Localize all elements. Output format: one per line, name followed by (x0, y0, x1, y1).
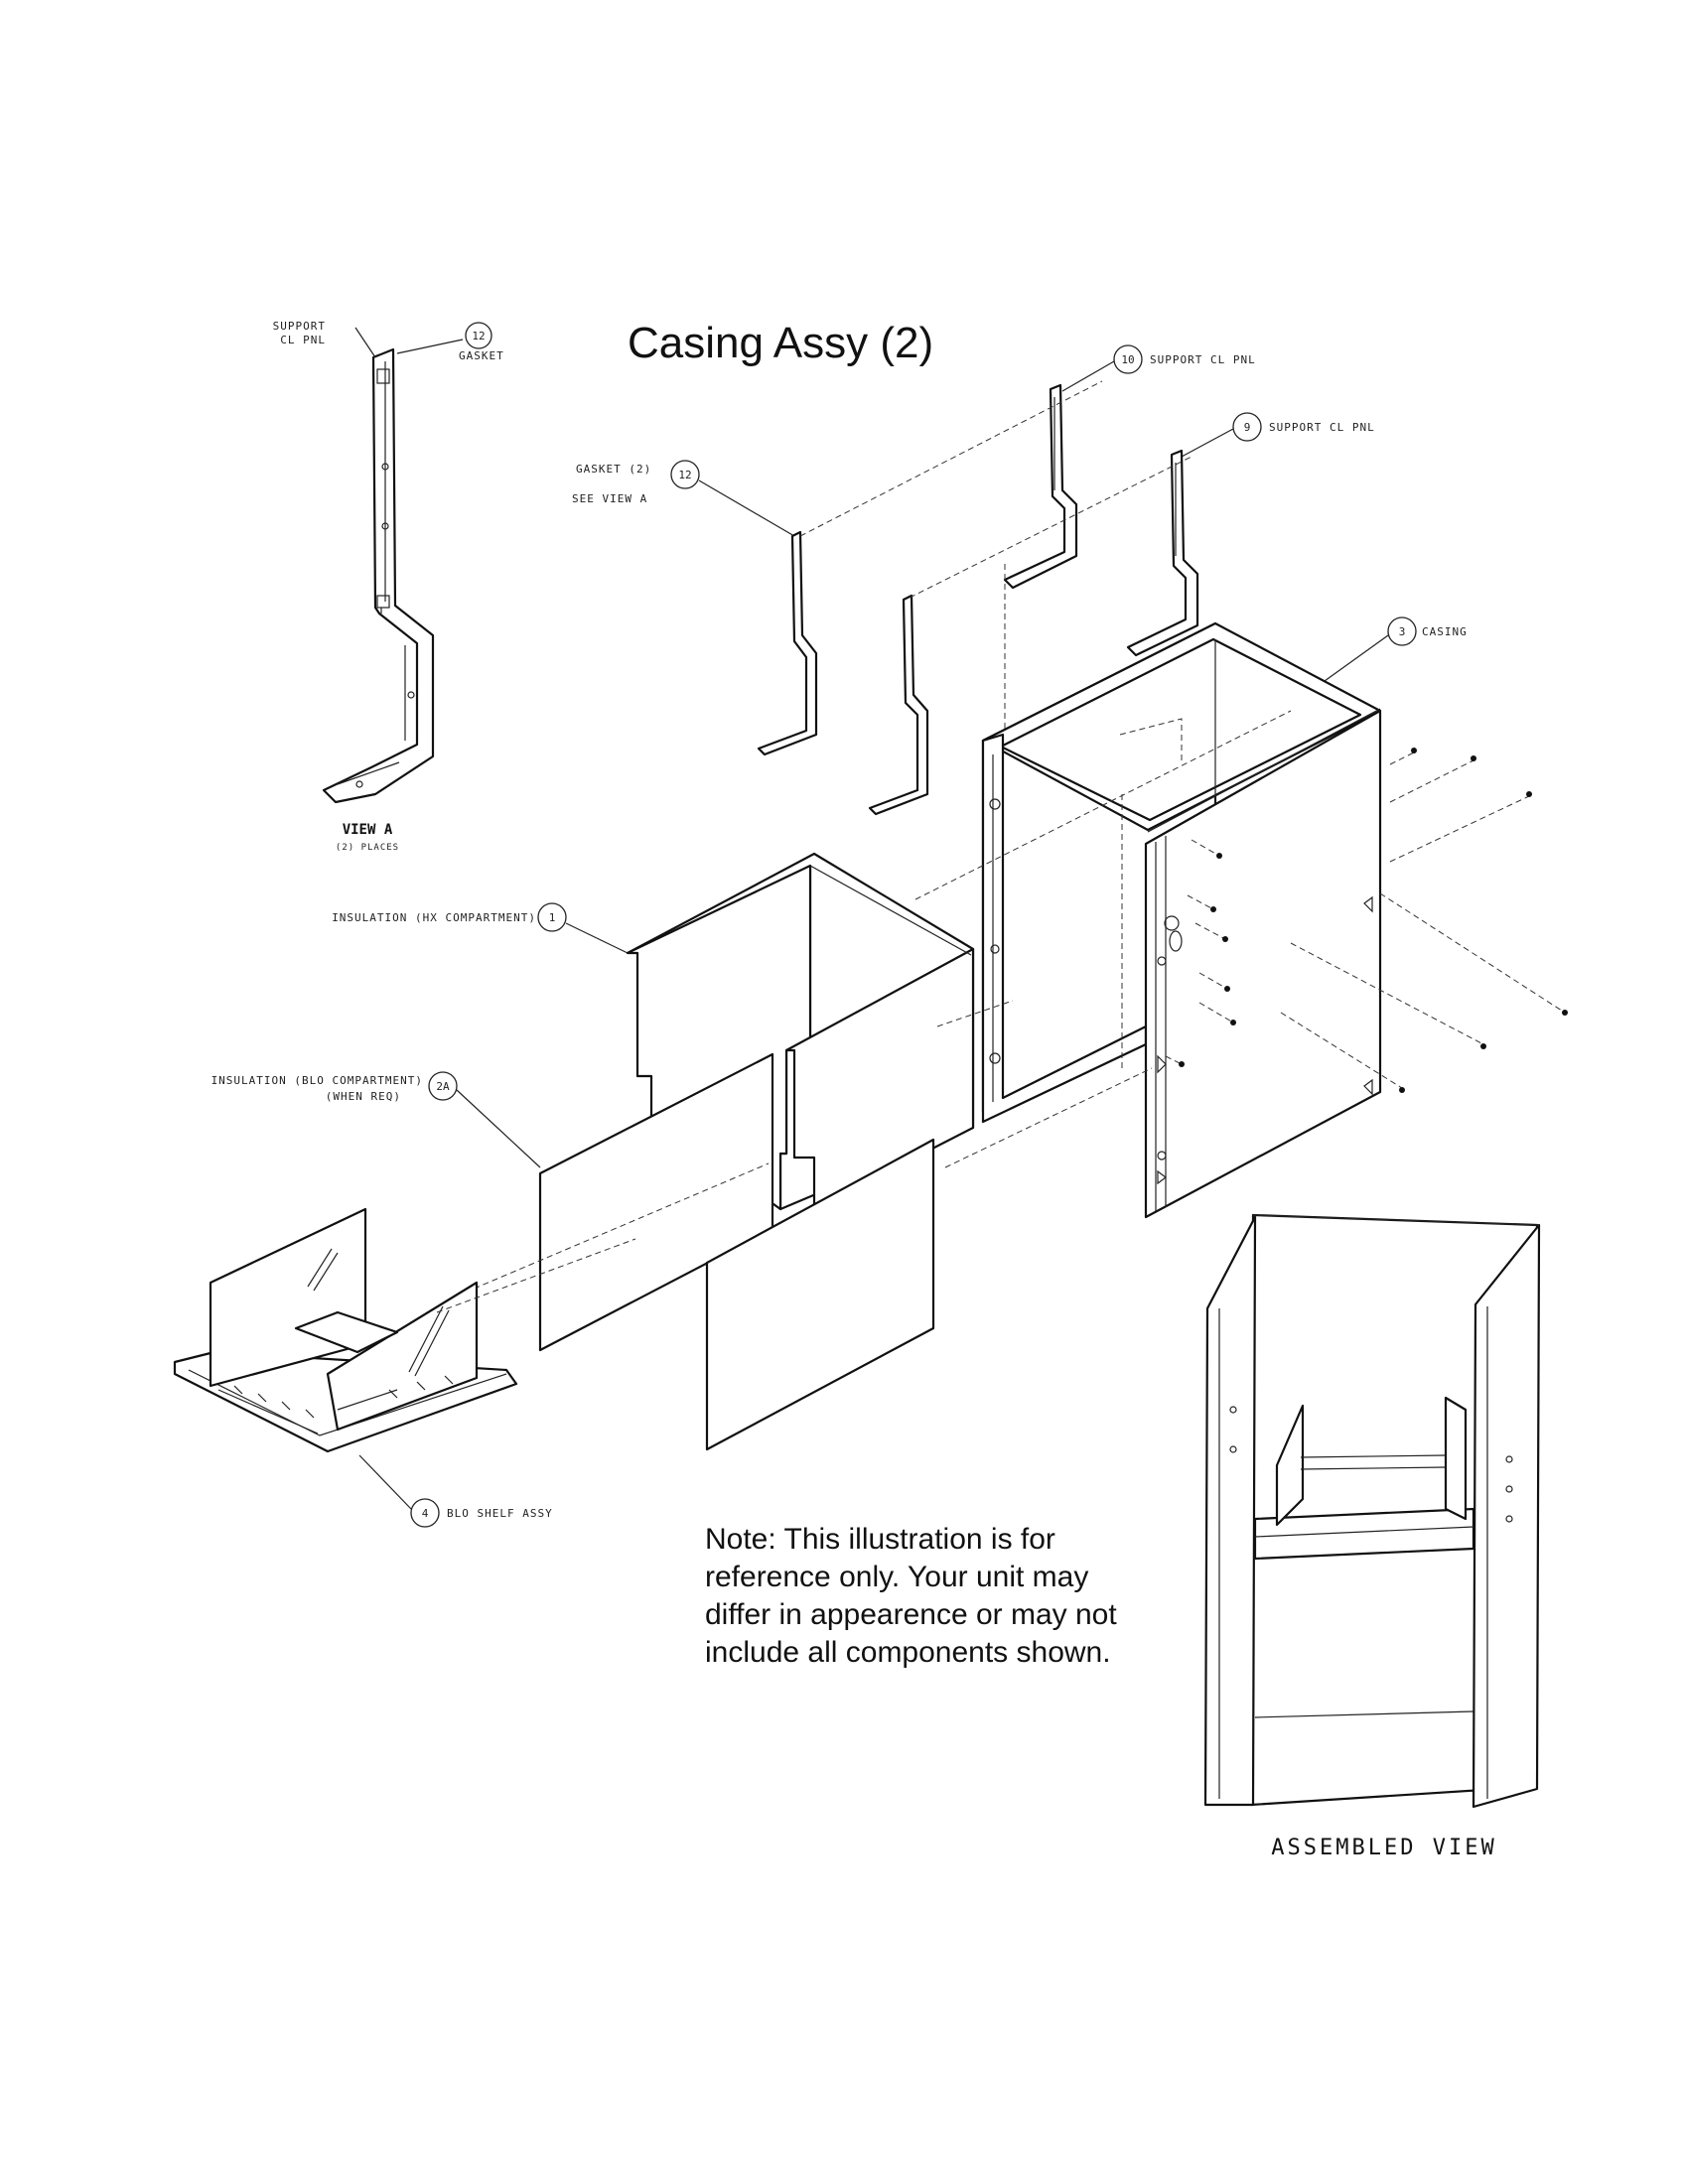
callout-12-sub: SEE VIEW A (572, 492, 647, 505)
callout-4-label: BLO SHELF ASSY (447, 1507, 553, 1520)
blo-shelf-assy (173, 1207, 518, 1453)
callout-12: GASKET (2) SEE VIEW A 12 (572, 460, 795, 537)
callout-2a: INSULATION (BLO COMPARTMENT) (WHEN REQ) … (211, 1071, 541, 1168)
callout-9-label: SUPPORT CL PNL (1269, 421, 1375, 434)
callout-1: INSULATION (HX COMPARTMENT) 1 (332, 902, 629, 954)
callout-9-circle (1232, 412, 1262, 442)
callout-12-num: 12 (678, 469, 691, 481)
callout-10-circle (1113, 344, 1143, 374)
view-a-support-label-2: CL PNL (280, 334, 326, 346)
callout-2a-label: INSULATION (BLO COMPARTMENT) (211, 1074, 423, 1087)
callout-1-label: INSULATION (HX COMPARTMENT) (332, 911, 536, 924)
callout-2a-num: 2A (436, 1080, 450, 1093)
callout-3-num: 3 (1399, 625, 1406, 638)
insulation-blo-compartment (538, 1052, 935, 1451)
gasket-callout-circle-viewa (465, 322, 492, 349)
callout-3-label: CASING (1422, 625, 1468, 638)
callout-12-label: GASKET (2) (576, 463, 651, 476)
note-block: Note: This illustration is for reference… (705, 1523, 1117, 1669)
view-a-support-label-1: SUPPORT (273, 320, 326, 333)
callout-4-circle (410, 1498, 440, 1528)
diagram-title: Casing Assy (2) (628, 319, 933, 367)
callout-3-circle (1387, 616, 1417, 646)
callout-3: 3 CASING (1324, 616, 1468, 682)
support-cl-pnl-9 (1126, 449, 1199, 657)
note-line-2: reference only. Your unit may (705, 1561, 1088, 1593)
casing-side-panel (1144, 709, 1382, 1219)
support-cl-pnl-10 (1003, 383, 1078, 590)
callout-9: 9 SUPPORT CL PNL (1181, 412, 1375, 458)
casing-part (981, 621, 1382, 1219)
callout-10-label: SUPPORT CL PNL (1150, 353, 1256, 366)
view-a-sublabel: (2) PLACES (336, 843, 399, 853)
note-line-1: Note: This illustration is for (705, 1523, 1055, 1556)
gasket-strip-1 (757, 530, 818, 756)
view-a-gasket-label: GASKET (459, 349, 504, 362)
callout-4: 4 BLO SHELF ASSY (358, 1454, 553, 1528)
note-line-4: include all components shown. (705, 1636, 1111, 1669)
callout-10-num: 10 (1121, 353, 1134, 366)
callout-4-num: 4 (422, 1507, 429, 1520)
note-line-3: differ in appearence or may not (705, 1598, 1117, 1631)
view-a-label: VIEW A (343, 822, 393, 838)
callout-2a-circle (428, 1071, 458, 1101)
assembled-view (1203, 1213, 1541, 1809)
callout-12-circle (670, 460, 700, 489)
gasket-strip-2 (868, 594, 929, 816)
view-a-detail: 12 SUPPORT CL PNL GASKET VIEW A (2) PLAC… (273, 320, 504, 853)
callout-9-num: 9 (1244, 421, 1251, 434)
assembled-view-label: ASSEMBLED VIEW (1271, 1836, 1496, 1860)
callout-10: 10 SUPPORT CL PNL (1061, 344, 1256, 392)
screws (1165, 748, 1568, 1093)
callout-1-num: 1 (549, 911, 556, 924)
view-a-bracket (322, 347, 435, 804)
callout-1-circle (537, 902, 567, 932)
view-a-gasket-num: 12 (472, 330, 485, 342)
callout-2a-sub: (WHEN REQ) (326, 1090, 401, 1103)
